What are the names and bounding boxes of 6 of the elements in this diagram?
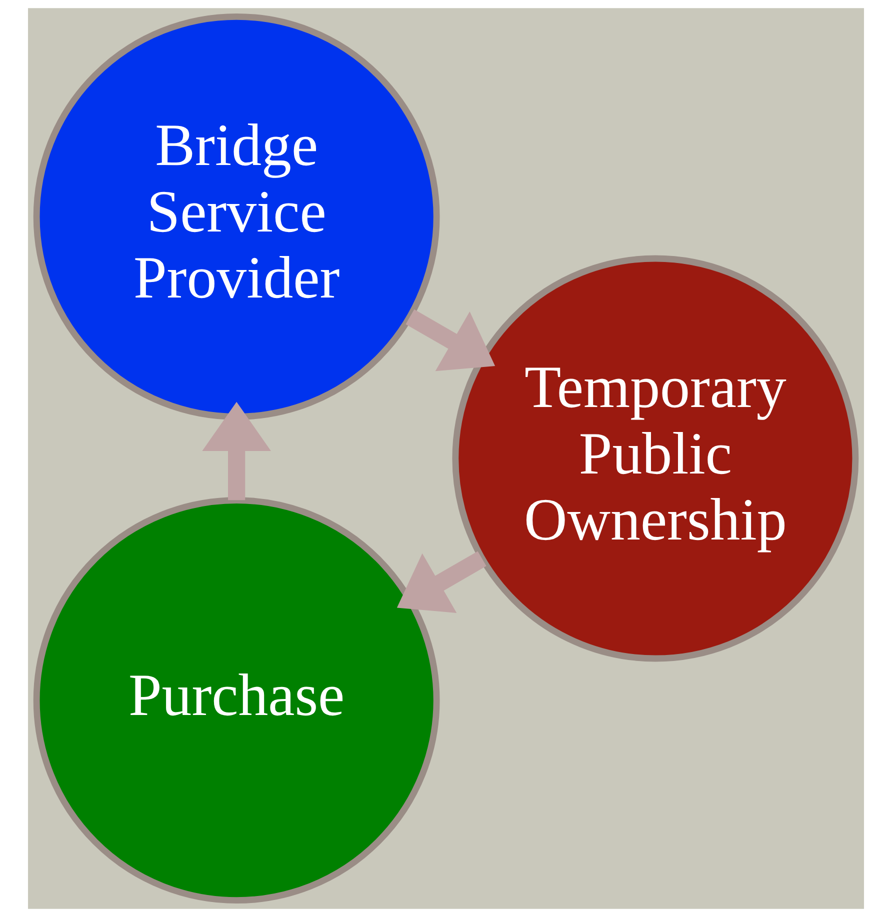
node-circle: Bridge Service Provider [33,13,440,420]
arrow [202,402,271,500]
node-circle: Purchase [33,497,440,904]
arrow [396,551,486,613]
node-circle: Temporary Public Ownership [452,255,859,662]
arrow [406,309,496,372]
